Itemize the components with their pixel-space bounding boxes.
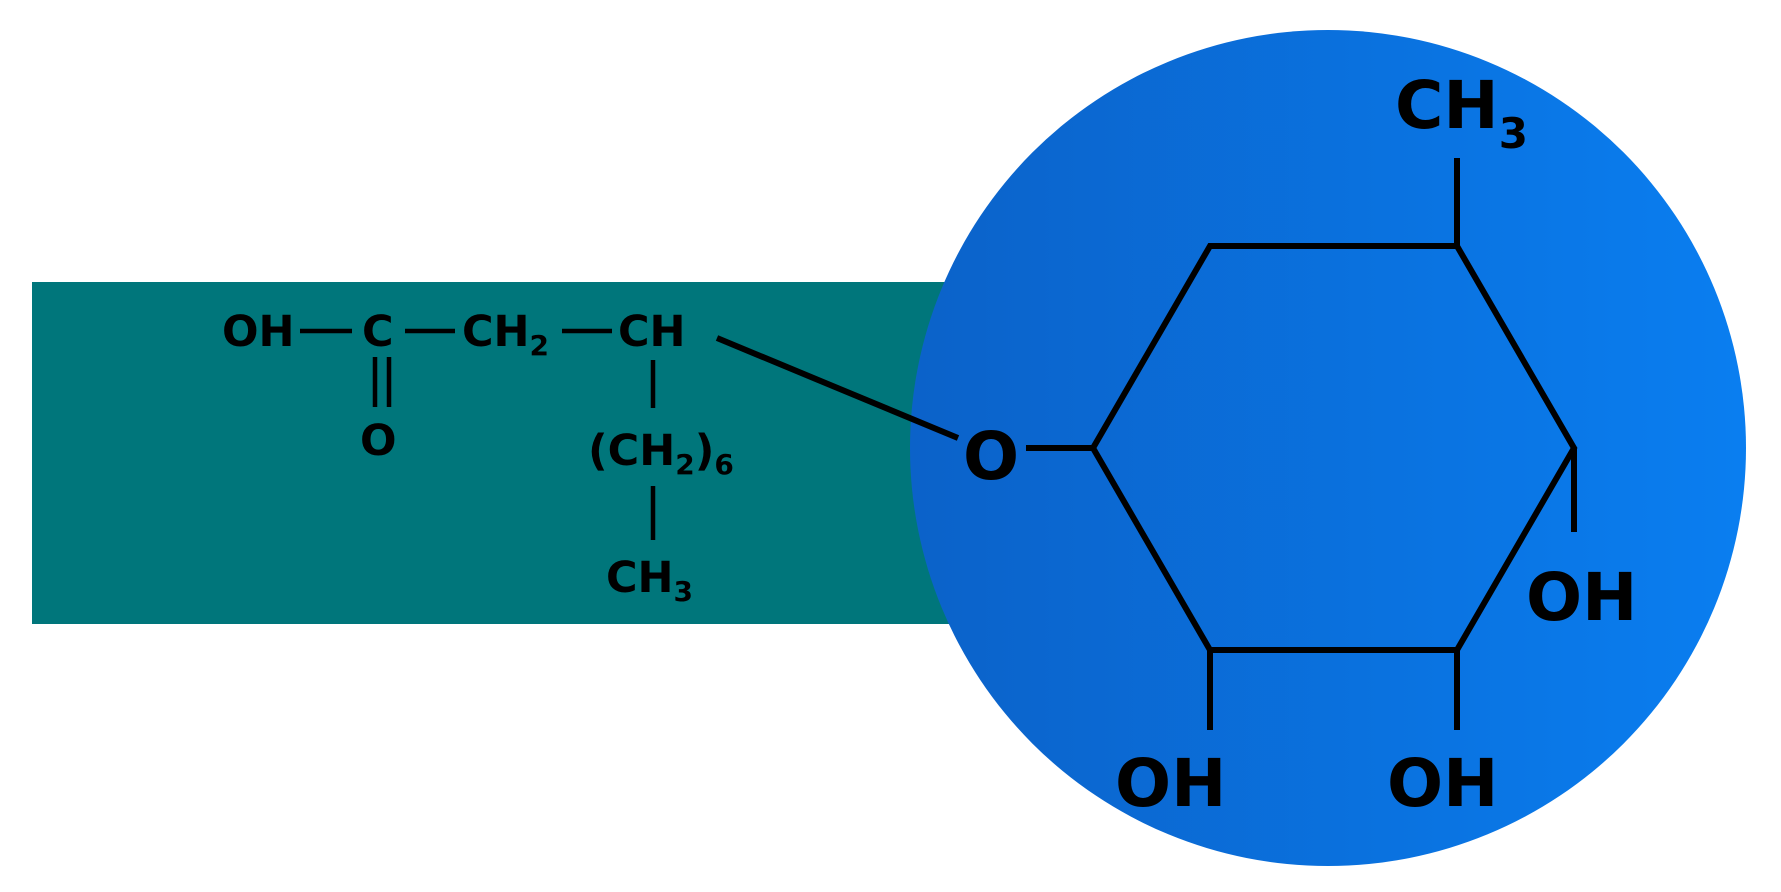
hydrophilic-head-circle (910, 30, 1746, 866)
ring-hydroxyl-right-label: OH (1526, 559, 1637, 636)
chain-ch-label: CH (618, 307, 686, 357)
chain-carbonyl-oxygen-label: O (360, 416, 397, 466)
hydrophobic-tail-block (32, 282, 1022, 624)
chain-hydroxyl-label: OH (222, 307, 295, 357)
chain-branch-label: (CH2)6 (588, 426, 734, 481)
chain-ch2-label: CH2 (462, 307, 549, 362)
chain-carbonyl-carbon-label: C (362, 307, 394, 357)
ring-ether-oxygen-label: O (963, 418, 1019, 495)
ring-methyl-label: CH3 (1395, 67, 1528, 158)
ring-hydroxyl-bottom-right-label: OH (1387, 745, 1498, 822)
ring-hydroxyl-bottom-left-label: OH (1115, 745, 1226, 822)
chain-terminal-methyl-label: CH3 (606, 553, 693, 608)
glycosidic-bond (715, 335, 960, 441)
